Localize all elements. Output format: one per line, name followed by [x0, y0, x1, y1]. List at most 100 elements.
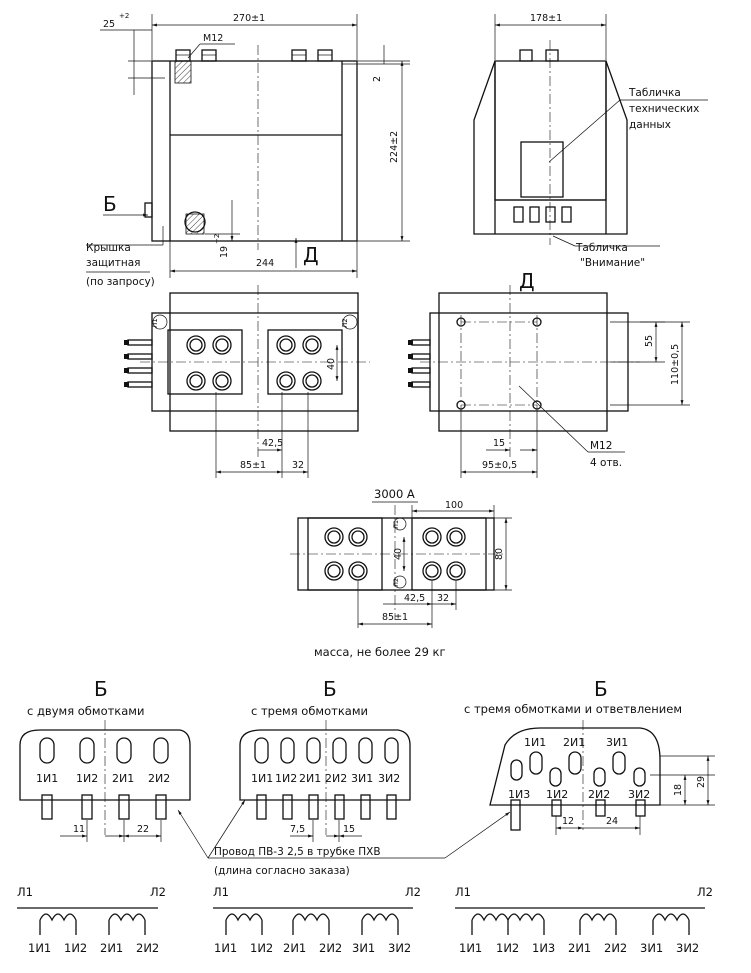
dim-two: 2	[372, 76, 383, 82]
scheme2-letter: Б	[323, 677, 337, 701]
variant-dim-80: 80	[494, 548, 505, 560]
side-view-terminals	[513, 206, 572, 223]
scheme2-pins	[254, 737, 399, 820]
scheme2-term1: 1И1	[251, 772, 273, 785]
dim-gap: 25	[103, 19, 115, 30]
scheme3-dim-24: 24	[606, 816, 618, 827]
scheme1-term2: 1И2	[76, 772, 98, 785]
wd1-lab1: 1И1	[28, 941, 51, 955]
scheme3-dim-12: 12	[562, 816, 574, 827]
variant-title: 3000 А	[374, 487, 415, 501]
wire-note-line1: Провод ПВ-3 2,5 в трубке ПХВ	[214, 846, 381, 858]
plate-data-line2: технических	[629, 103, 699, 115]
wire-note-line2: (длина согласно заказа)	[214, 865, 350, 877]
view-d-label: Д	[303, 243, 319, 267]
wd3-right: Л2	[697, 885, 713, 899]
scheme3-bot2: 1И2	[546, 788, 568, 801]
top-dim-32: 32	[292, 460, 304, 471]
top-terminal-l1: Л1	[151, 318, 159, 328]
scheme3-title: с тремя обмотками и ответвлением	[464, 702, 682, 716]
variant-3000a: 3000 А Л1 Л2 100 40 80	[290, 487, 512, 628]
wd1-lab2: 1И2	[64, 941, 87, 955]
dim-bottom: 244	[256, 258, 274, 269]
scheme3-bot3: 2И2	[588, 788, 610, 801]
wire-note: Провод ПВ-3 2,5 в трубке ПХВ (длина согл…	[177, 799, 511, 877]
wd3-lab3: 1И3	[532, 941, 555, 955]
scheme3-top3: 3И1	[606, 736, 628, 749]
top-dim-40: 40	[326, 358, 337, 370]
scheme-three-windings-tap: Б с тремя обмотками и ответвлением 1И1 2…	[464, 677, 715, 835]
scheme3-dim-18: 18	[673, 784, 684, 796]
dim-low-tolerance: +2	[213, 234, 221, 244]
scheme3-top2: 2И1	[563, 736, 585, 749]
side-terminals	[144, 202, 153, 218]
scheme3-pins	[510, 751, 646, 831]
scheme3-dim-29: 29	[696, 776, 707, 788]
scheme-two-windings: Б с двумя обмотками 1И1 1И2 2И1 2И2 11 2…	[19, 677, 191, 842]
scheme1-title: с двумя обмотками	[27, 704, 144, 718]
wd2-right: Л2	[405, 885, 421, 899]
top-view-side-terminals	[124, 339, 153, 388]
scheme3-letter: Б	[594, 677, 608, 701]
scheme1-dim1: 11	[73, 824, 85, 835]
cover-note-line2: защитная	[86, 257, 140, 269]
variant-terminal-l2: Л2	[392, 578, 400, 587]
wd3-left: Л1	[455, 885, 471, 899]
scheme2-term2: 1И2	[275, 772, 297, 785]
top-view: Л1 Л2 40 42,5 85±1 32	[124, 285, 370, 478]
plate-warning-line2: "Внимание"	[580, 257, 645, 269]
scheme1-term1: 1И1	[36, 772, 58, 785]
d-dim-110: 110±0,5	[670, 344, 681, 385]
cover-note-line1: Крышка	[86, 242, 131, 254]
scheme2-title: с тремя обмотками	[251, 704, 368, 718]
variant-bolts	[324, 527, 466, 581]
scheme1-term4: 2И2	[148, 772, 170, 785]
scheme3-top1: 1И1	[524, 736, 546, 749]
wd1-lab4: 2И2	[136, 941, 159, 955]
scheme1-pins	[39, 737, 169, 820]
wd2-lab4: 2И2	[319, 941, 342, 955]
wd2-lab5: 3И1	[352, 941, 375, 955]
plate-data-line3: данных	[629, 119, 671, 131]
wd2-lab3: 2И1	[283, 941, 306, 955]
front-view: 270±1 25 +2 M12	[86, 12, 410, 288]
dim-low: 19	[219, 246, 230, 258]
scheme1-term3: 2И1	[112, 772, 134, 785]
dim-m12: M12	[203, 33, 223, 44]
winding-diagram-1: Л1 Л2 1И1 1И2 2И1 2И2	[17, 885, 166, 955]
d-dim-55: 55	[644, 335, 655, 347]
winding-diagram-2: Л1 Л2 1И1 1И2 2И1 2И2 3И1 3И2	[213, 885, 421, 955]
wd3-lab6: 3И1	[640, 941, 663, 955]
scheme3-bot1: 1И3	[508, 788, 530, 801]
top-dim-85: 85±1	[240, 460, 266, 471]
terminal-bolts	[186, 335, 322, 391]
wd1-lab3: 2И1	[100, 941, 123, 955]
wd3-lab4: 2И1	[568, 941, 591, 955]
view-d-plan: Д 55 110±0,5	[408, 269, 690, 478]
variant-dim-85: 85±1	[382, 612, 408, 623]
scheme2-term3: 2И1	[299, 772, 321, 785]
dim-width-top: 270±1	[233, 13, 265, 24]
wd2-lab1: 1И1	[214, 941, 237, 955]
cover-note-line3: (по запросу)	[86, 276, 155, 288]
d-dim-15: 15	[493, 438, 505, 449]
dim-height: 224±2	[389, 131, 400, 163]
scheme3-bot4: 3И2	[628, 788, 650, 801]
top-dim-42-5: 42,5	[262, 438, 283, 449]
variant-dim-32: 32	[437, 593, 449, 604]
mass-note: масса, не более 29 кг	[314, 645, 446, 659]
variant-terminal-l1: Л1	[392, 520, 400, 529]
scheme2-term4: 2И2	[325, 772, 347, 785]
scheme1-dim2: 22	[137, 824, 149, 835]
scheme1-letter: Б	[94, 677, 108, 701]
plate-data-line1: Табличка	[628, 87, 681, 99]
scheme2-term5: 3И1	[351, 772, 373, 785]
scheme-three-windings: Б с тремя обмотками 1И1 1И2 2И1 2И2 3И1 …	[239, 677, 411, 842]
side-view: 178±1 Табличка технических данных Таблич…	[473, 13, 708, 269]
wd3-lab2: 1И2	[496, 941, 519, 955]
wd1-right: Л2	[150, 885, 166, 899]
dim-gap-tolerance: +2	[119, 12, 129, 20]
top-bolts	[175, 49, 333, 62]
wd3-lab1: 1И1	[459, 941, 482, 955]
